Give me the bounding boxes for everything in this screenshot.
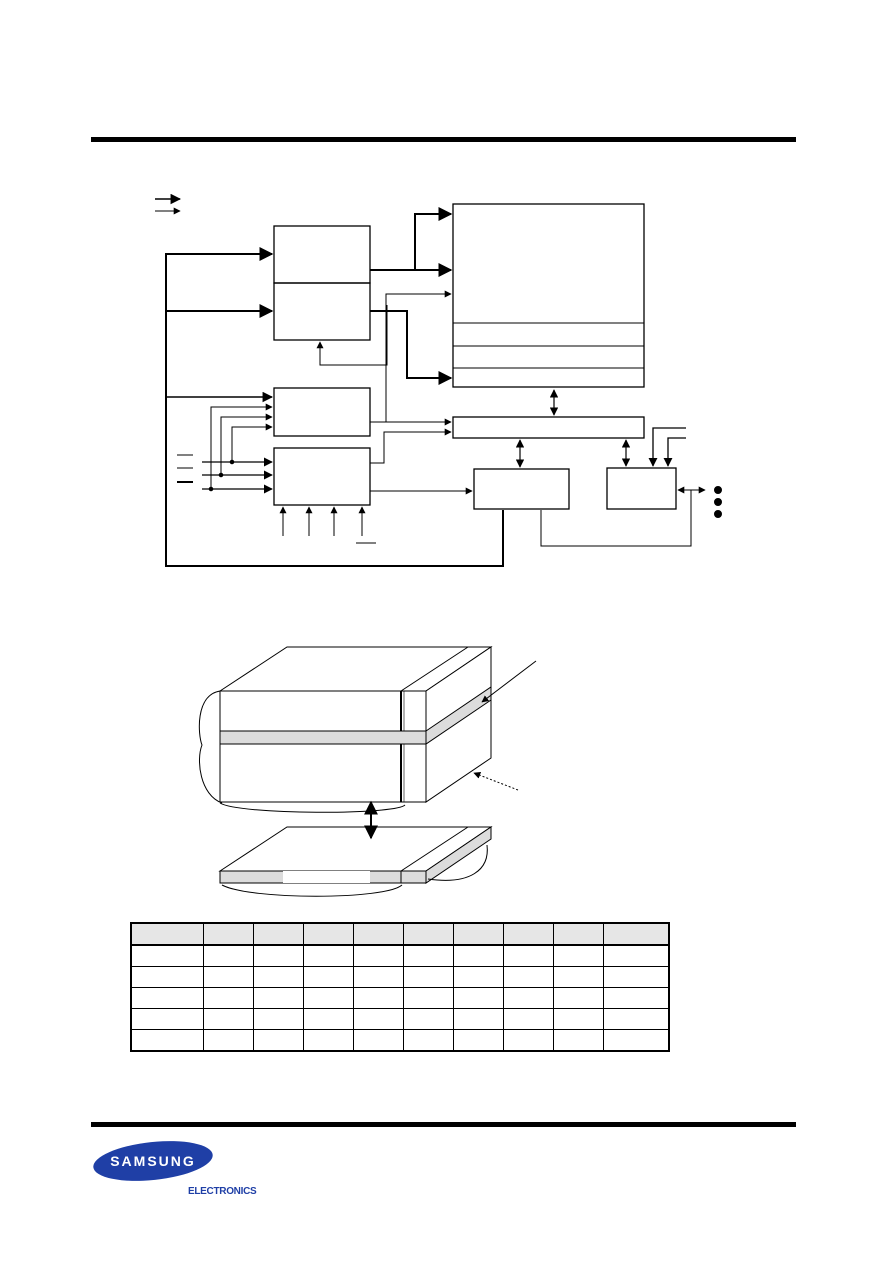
table-header-cell [302,922,354,946]
register-right-face [425,826,492,884]
table-header-cell [352,922,404,946]
junction-dot [218,472,224,478]
page-register-block [452,416,645,439]
table-header-cell [502,922,554,946]
spec-table [130,922,670,1052]
array-front-face [219,690,427,803]
spare-area-edge [400,646,469,692]
table-header-cell [202,922,254,946]
footer-rule [91,1122,796,1127]
signal-line [663,437,686,467]
signal-line [540,490,692,547]
logo-ellipse [93,1141,213,1181]
table-row [130,1008,670,1030]
table-row [130,987,670,1009]
table-header-cell [402,922,454,946]
io-buffer-block [473,468,570,510]
callout-arrow [473,772,519,791]
table-header-cell [552,922,604,946]
table-header-cell [452,922,504,946]
page-row-highlight-side [425,686,492,745]
table-row [130,966,670,988]
table-header-cell [602,922,670,946]
logo-wordmark: SAMSUNG [110,1153,196,1169]
header-rule [91,137,796,142]
signal-line [385,290,452,422]
io-pin-dot [714,510,722,518]
register-brace [221,884,403,897]
samsung-logo: SAMSUNG ELECTRONICS [93,1141,257,1197]
signal-line [231,423,273,462]
bus-line [370,310,453,385]
io-pin-dot [714,498,722,506]
junction-dot [229,459,235,465]
table-header-row [130,922,670,946]
block-brace [198,690,223,804]
register-brace [427,844,488,881]
table-header-cell [130,922,204,946]
memory-array-block [452,203,645,388]
global-buffer-block [606,467,677,510]
table-row [130,1029,670,1052]
table-header-cell [252,922,304,946]
signal-line [370,428,452,464]
control-logic-block [273,447,371,506]
signal-line [648,427,686,467]
block-brace [219,802,406,813]
command-register-block [273,387,371,437]
page-row-highlight [219,730,427,745]
signal-line [316,305,388,366]
bus-line [414,207,453,270]
signal-line [220,413,273,475]
array-organization-diagram [198,646,537,897]
junction-dot [208,486,214,492]
table-row [130,944,670,967]
io-pin-dot [714,486,722,494]
callout-arrow [481,660,537,703]
logo-division: ELECTRONICS [188,1186,257,1197]
register-spare-edge [400,826,469,872]
register-label-gap [283,871,370,883]
block-diagram [155,193,722,567]
bus-line [165,247,504,567]
